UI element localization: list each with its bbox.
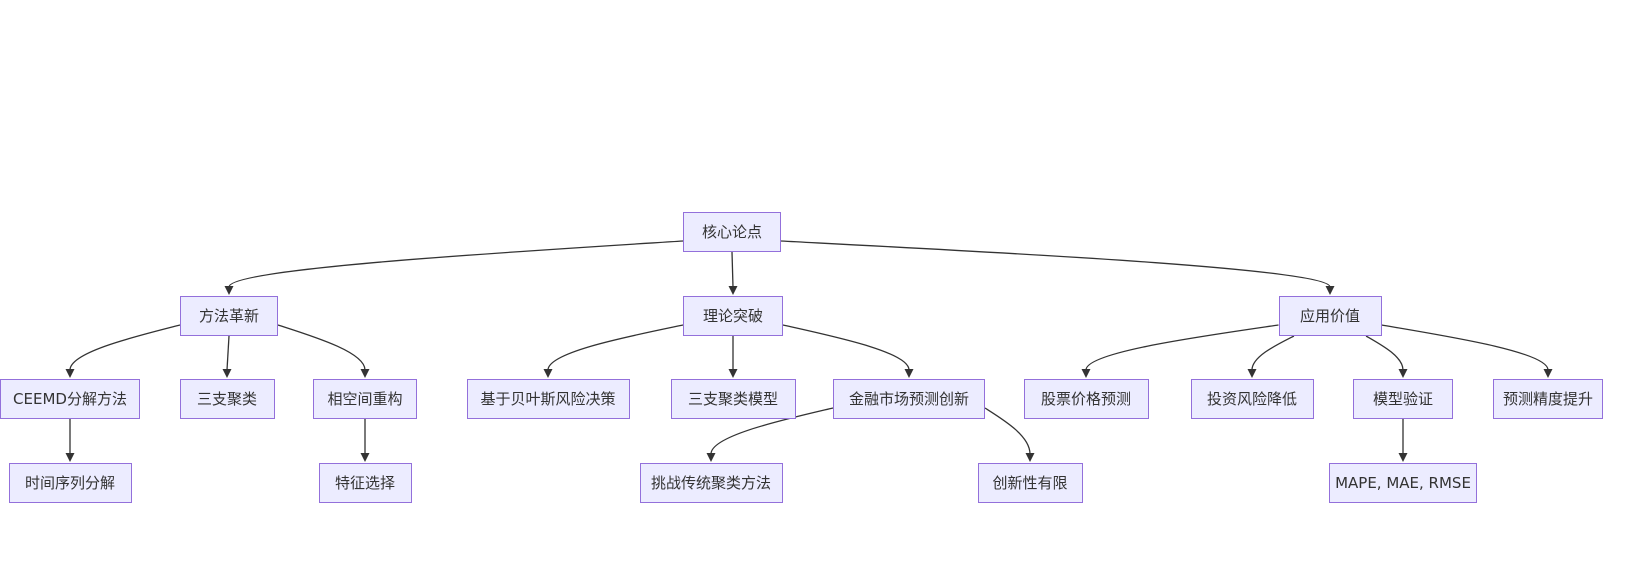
arrowhead-icon bbox=[1398, 453, 1408, 462]
diagram-node-finance: 金融市场预测创新 bbox=[833, 379, 985, 419]
edge-method-to-phase bbox=[277, 324, 366, 371]
diagram-node-limited: 创新性有限 bbox=[977, 463, 1083, 503]
diagram-node-risk: 投资风险降低 bbox=[1190, 379, 1314, 419]
edge-root-to-theory bbox=[731, 251, 734, 288]
arrowhead-icon bbox=[222, 369, 232, 378]
diagram-node-metrics: MAPE, MAE, RMSE bbox=[1329, 463, 1477, 503]
arrowhead-icon bbox=[904, 369, 914, 378]
arrowhead-icon bbox=[65, 369, 75, 378]
diagram-node-precision: 预测精度提升 bbox=[1493, 379, 1603, 419]
arrowhead-icon bbox=[65, 453, 75, 462]
diagram-node-challenge: 挑战传统聚类方法 bbox=[639, 463, 783, 503]
diagram-node-bayes: 基于贝叶斯风险决策 bbox=[466, 379, 630, 419]
diagram-node-twcmodel: 三支聚类模型 bbox=[670, 379, 796, 419]
arrowhead-icon bbox=[1081, 369, 1091, 378]
arrowhead-icon bbox=[224, 286, 234, 295]
diagram-node-method: 方法革新 bbox=[180, 296, 278, 336]
diagram-node-tsdecomp: 时间序列分解 bbox=[8, 463, 132, 503]
edge-root-to-method bbox=[228, 240, 684, 288]
edge-method-to-threeway bbox=[226, 335, 230, 371]
arrowhead-icon bbox=[728, 369, 738, 378]
edge-root-to-application bbox=[780, 240, 1331, 288]
diagram-node-ceemd: CEEMD分解方法 bbox=[0, 379, 140, 419]
arrowhead-icon bbox=[543, 369, 553, 378]
arrowhead-icon bbox=[1543, 369, 1553, 378]
arrowhead-icon bbox=[1325, 286, 1335, 295]
edge-application-to-risk bbox=[1251, 335, 1295, 371]
arrowhead-icon bbox=[360, 453, 370, 462]
diagram-node-threeway: 三支聚类 bbox=[179, 379, 275, 419]
diagram-node-root: 核心论点 bbox=[683, 212, 781, 252]
edge-application-to-validation bbox=[1365, 335, 1404, 371]
arrowhead-icon bbox=[728, 286, 738, 295]
diagram-node-application: 应用价值 bbox=[1278, 296, 1382, 336]
diagram-node-theory: 理论突破 bbox=[683, 296, 783, 336]
arrowhead-icon bbox=[1025, 453, 1035, 462]
edge-theory-to-bayes bbox=[547, 324, 684, 371]
edge-application-to-stock bbox=[1085, 324, 1279, 371]
diagram-node-validation: 模型验证 bbox=[1353, 379, 1453, 419]
arrowhead-icon bbox=[360, 369, 370, 378]
diagram-node-feature: 特征选择 bbox=[318, 463, 412, 503]
edge-application-to-precision bbox=[1381, 324, 1549, 371]
edge-method-to-ceemd bbox=[69, 324, 181, 371]
arrowhead-icon bbox=[1398, 369, 1408, 378]
arrowhead-icon bbox=[1247, 369, 1257, 378]
edge-theory-to-finance bbox=[782, 324, 910, 371]
diagram-node-stock: 股票价格预测 bbox=[1023, 379, 1149, 419]
arrowhead-icon bbox=[706, 453, 716, 462]
diagram-node-phase: 相空间重构 bbox=[313, 379, 417, 419]
